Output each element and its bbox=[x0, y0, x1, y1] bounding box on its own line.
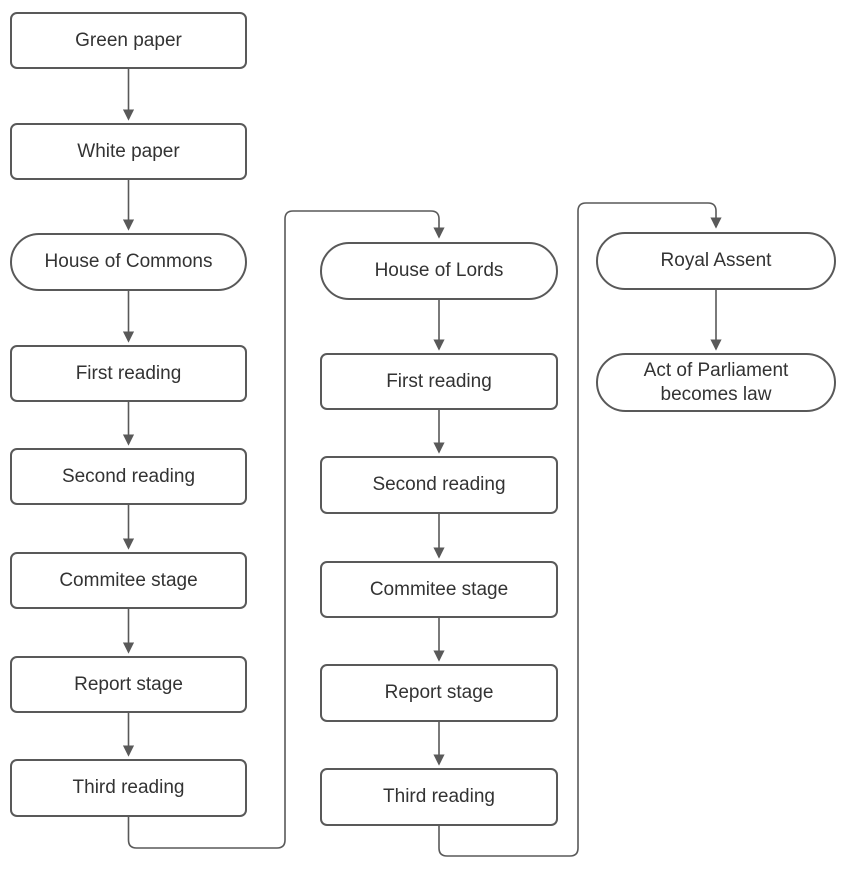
node-lords-committee-stage-label: Commitee stage bbox=[369, 578, 509, 600]
node-act-of-parliament-label: Act of Parliament becomes law bbox=[643, 360, 789, 405]
edge-lords-third-to-assent bbox=[438, 202, 722, 857]
node-lords-second-reading: Second reading bbox=[320, 456, 558, 514]
node-lords-report-stage: Report stage bbox=[320, 664, 558, 722]
node-commons-report-stage-label: Report stage bbox=[74, 673, 183, 695]
node-commons-first-reading-label: First reading bbox=[75, 362, 182, 384]
node-lords-third-reading: Third reading bbox=[320, 768, 558, 826]
node-lords-first-reading: First reading bbox=[320, 353, 558, 410]
node-lords-report-stage-label: Report stage bbox=[384, 682, 494, 704]
node-white-paper-label: White paper bbox=[77, 140, 180, 162]
node-house-of-commons: House of Commons bbox=[10, 233, 247, 291]
node-house-of-commons-label: House of Commons bbox=[44, 251, 213, 273]
node-act-of-parliament: Act of Parliament becomes law bbox=[596, 353, 836, 412]
node-royal-assent-label: Royal Assent bbox=[660, 250, 772, 272]
node-house-of-lords-label: House of Lords bbox=[374, 260, 504, 282]
node-royal-assent: Royal Assent bbox=[596, 232, 836, 290]
node-lords-first-reading-label: First reading bbox=[386, 370, 492, 392]
node-commons-committee-stage-label: Commitee stage bbox=[59, 569, 198, 591]
node-commons-first-reading: First reading bbox=[10, 345, 247, 402]
node-lords-committee-stage: Commitee stage bbox=[320, 561, 558, 618]
node-commons-third-reading-label: Third reading bbox=[72, 777, 185, 799]
node-house-of-lords: House of Lords bbox=[320, 242, 558, 300]
node-commons-third-reading: Third reading bbox=[10, 759, 247, 817]
edge-commons-third-to-lords bbox=[127, 210, 445, 849]
node-lords-third-reading-label: Third reading bbox=[383, 786, 495, 808]
node-commons-second-reading: Second reading bbox=[10, 448, 247, 505]
node-lords-second-reading-label: Second reading bbox=[372, 474, 506, 496]
node-commons-committee-stage: Commitee stage bbox=[10, 552, 247, 609]
node-commons-second-reading-label: Second reading bbox=[61, 465, 196, 487]
node-green-paper: Green paper bbox=[10, 12, 247, 69]
node-white-paper: White paper bbox=[10, 123, 247, 180]
node-commons-report-stage: Report stage bbox=[10, 656, 247, 713]
node-green-paper-label: Green paper bbox=[75, 29, 182, 51]
